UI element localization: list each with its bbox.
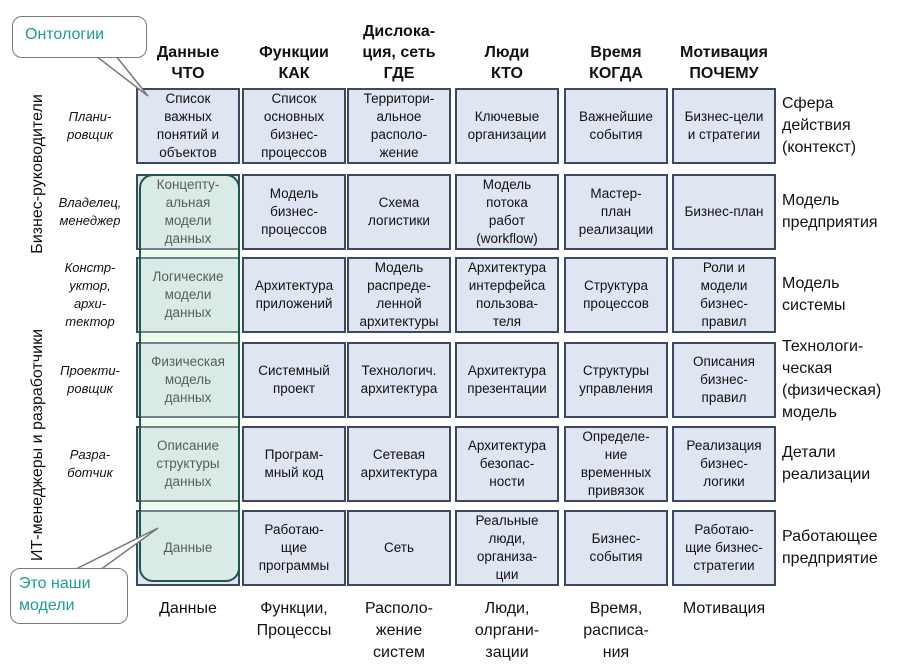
grid-cell: Системный проект [242,342,346,418]
grid-cell: Сеть [347,510,451,586]
grid-cell: Сетевая архитектура [347,426,451,502]
right-label: Работающее предприятие [782,528,878,567]
callout-our-models: Это наши модели [10,568,128,624]
grid-cell: Модель потока работ (workflow) [455,174,559,250]
column-header: Люди КТО [484,44,530,82]
grid-cell: Модель распреде- ленной архитектуры [347,257,451,333]
right-label: Модель системы [782,275,846,314]
column-header: Время КОГДА [589,44,643,82]
grid-cell: Архитектура безопас- ности [455,426,559,502]
row-label: Владелец, менеджер [58,195,122,228]
footer-label: Время, расписа- ния [583,600,649,661]
grid-cell: Бизнес-план [672,174,776,250]
row-label: Проекти- ровщик [60,363,120,396]
models-highlight-frame [139,174,240,582]
grid-cell: Список основных бизнес- процессов [242,88,346,164]
grid-cell: Важнейшие события [564,88,668,164]
footer-label: Функции, Процессы [256,600,332,639]
grid-cell: Структуры управления [564,342,668,418]
grid-cell: Работаю- щие бизнес- стратегии [672,510,776,586]
grid-cell: Определе- ние временных привязок [564,426,668,502]
callout-pointer-top [93,55,149,97]
footer-label: Люди, олргани- зации [474,600,540,661]
right-label: Технологи- ческая (физическая) модель [782,338,882,421]
grid-cell: Програм- мный код [242,426,346,502]
column-header: Дислока- ция, сеть ГДЕ [362,23,436,82]
right-label: Детали реализации [782,444,871,483]
column-header: Мотивация ПОЧЕМУ [680,44,768,82]
grid-cell: Территори- альное располо- жение [347,88,451,164]
grid-cell: Список важных понятий и объектов [136,88,240,164]
grid-cell: Архитектура интерфейса пользова- теля [455,257,559,333]
footer-label: Мотивация [682,600,766,617]
column-header: Функции КАК [259,44,329,82]
row-label: Разра- ботчик [67,447,113,480]
grid-cell: Архитектура презентации [455,342,559,418]
callout-pointer-bottom [73,527,159,571]
grid-cell: Мастер- план реализации [564,174,668,250]
grid-cell: Роли и модели бизнес- правил [672,257,776,333]
grid-cell: Бизнес- события [564,510,668,586]
footer-label: Располо- жение систем [365,600,433,661]
callout-ontologies: Онтологии [12,16,147,58]
grid-cell: Реальные люди, организа- ции [455,510,559,586]
grid-cell: Бизнес-цели и стратегии [672,88,776,164]
grid-cell: Реализация бизнес- логики [672,426,776,502]
footer-label: Данные [159,600,217,617]
grid-cell: Технологич. архитектура [347,342,451,418]
grid-cell: Ключевые организации [455,88,559,164]
grid-cell: Работаю- щие программы [242,510,346,586]
right-label: Модель предприятия [782,192,878,231]
grid-cell: Структура процессов [564,257,668,333]
row-label: Констр- уктор, архи- тектор [64,260,116,329]
grid-cell: Описание структуры данных [136,426,240,502]
grid-cell: Описания бизнес- правил [672,342,776,418]
column-header: Данные ЧТО [156,44,220,82]
grid-cell: Данные [136,510,240,586]
row-label: Плани- ровщик [67,109,113,142]
grid-cell: Архитектура приложений [242,257,346,333]
right-label: Сфера действия (контекст) [782,95,857,156]
grid-cell: Схема логистики [347,174,451,250]
grid-cell: Модель бизнес- процессов [242,174,346,250]
